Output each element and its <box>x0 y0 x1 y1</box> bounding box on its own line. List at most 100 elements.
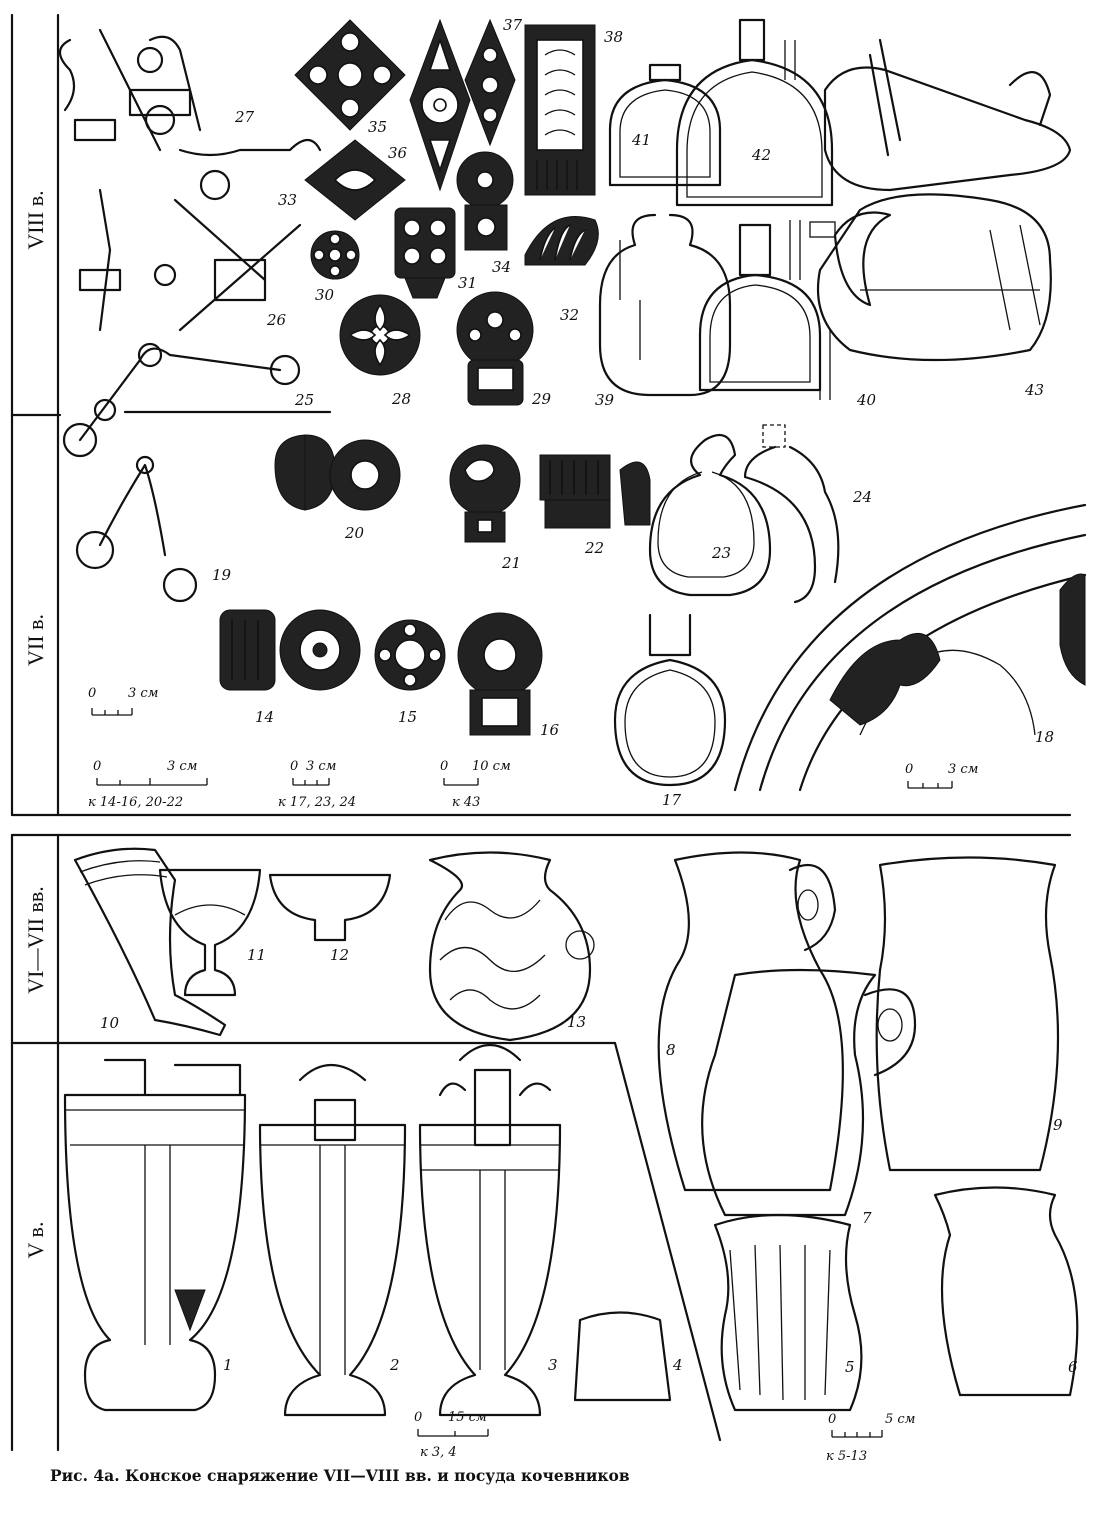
item-number-25: 25 <box>294 391 314 409</box>
stirrup-drawing-24 <box>743 424 840 604</box>
scale-b-note: к 14-16, 20-22 <box>88 795 183 810</box>
item-number-7: 7 <box>862 1209 872 1227</box>
scale-f-note: к 3, 4 <box>420 1445 457 1460</box>
item-number-37: 37 <box>503 16 523 34</box>
item-number-18: 18 <box>1035 728 1054 746</box>
vessel-drawing-5 <box>713 1213 863 1412</box>
plaque-drawing-21 <box>449 444 521 543</box>
item-number-12: 12 <box>330 946 349 964</box>
plaque-drawing-37 <box>464 18 516 147</box>
item-number-22: 22 <box>584 539 604 557</box>
scale-a-zero: 0 <box>88 686 96 701</box>
item-number-39: 39 <box>595 391 615 409</box>
scale-bar-e: 0 3 см <box>905 762 978 789</box>
plaque-drawing-38 <box>524 24 596 196</box>
item-number-26: 26 <box>266 311 287 329</box>
scale-bar-f: 0 15 см к 3, 4 <box>414 1410 489 1460</box>
item-number-16: 16 <box>540 721 560 739</box>
item-number-14: 14 <box>255 708 274 726</box>
item-numbers: 1 2 3 4 5 6 7 8 9 10 11 12 13 14 15 16 1… <box>100 16 1078 1376</box>
scale-c-zero: 0 <box>290 759 298 774</box>
item-number-21: 21 <box>501 554 521 572</box>
scale-d-value: 10 см <box>472 759 511 774</box>
scale-g-value: 5 см <box>885 1412 915 1427</box>
scale-d-note: к 43 <box>452 795 480 810</box>
item-number-31: 31 <box>458 274 477 292</box>
scale-c-note: к 17, 23, 24 <box>278 795 356 810</box>
vessel-drawing-7 <box>701 968 917 1217</box>
plaque-drawing-36 <box>409 18 471 192</box>
vessel-drawing-9 <box>875 856 1060 1172</box>
vessel-drawing-2 <box>258 1064 407 1417</box>
scale-e-value: 3 см <box>948 762 978 777</box>
item-number-35: 35 <box>368 118 387 136</box>
item-number-24: 24 <box>852 488 872 506</box>
scale-bar-g: 0 5 см к 5-13 <box>826 1412 915 1464</box>
item-number-40: 40 <box>856 391 877 409</box>
scale-bar-b: 0 3 см к 14-16, 20-22 <box>88 759 208 810</box>
item-number-9: 9 <box>1053 1116 1063 1134</box>
plaque-drawing-14 <box>219 609 276 691</box>
scale-bar-c: 0 3 см к 17, 23, 24 <box>278 759 356 810</box>
bit-drawing-25 <box>62 342 301 458</box>
bit-drawing-27 <box>58 28 322 201</box>
item-number-1: 1 <box>223 1356 233 1374</box>
item-number-15: 15 <box>398 708 417 726</box>
scale-f-zero: 0 <box>414 1410 422 1425</box>
item-number-29: 29 <box>531 390 552 408</box>
plaque-drawing-28 <box>339 294 421 376</box>
item-number-3: 3 <box>548 1356 558 1374</box>
vessel-drawing-1 <box>63 1058 247 1412</box>
goblet-drawing-11 <box>158 868 262 997</box>
scale-g-note: к 5-13 <box>826 1449 867 1464</box>
item-number-27: 27 <box>234 108 255 126</box>
scale-c-value: 3 см <box>306 759 336 774</box>
item-number-28: 28 <box>391 390 411 408</box>
plaque-drawing-29 <box>456 291 534 406</box>
flask-drawing-13 <box>428 851 595 1042</box>
period-label-v: V в. <box>23 1222 48 1259</box>
item-number-13: 13 <box>567 1013 586 1031</box>
bit-drawing-26 <box>78 188 302 332</box>
plaque-drawing-35 <box>294 19 406 131</box>
scale-bar-a: 0 3 см <box>88 686 158 716</box>
period-label-vii: VII в. <box>23 614 48 666</box>
item-number-33: 33 <box>278 191 297 209</box>
item-number-19: 19 <box>212 566 232 584</box>
saddle-drawing-43 <box>816 38 1072 362</box>
plaque-drawing-22 <box>539 454 651 529</box>
plaque-drawing-16 <box>457 612 543 736</box>
vessel-drawing-8 <box>657 851 844 1192</box>
item-number-23: 23 <box>711 544 731 562</box>
vessel-drawing-3 <box>418 1044 562 1417</box>
item-number-30: 30 <box>315 286 335 304</box>
item-number-6: 6 <box>1068 1358 1078 1376</box>
item-number-43: 43 <box>1024 381 1044 399</box>
scale-g-zero: 0 <box>828 1412 836 1427</box>
bit-drawing-19 <box>75 455 198 603</box>
item-number-8: 8 <box>666 1041 676 1059</box>
plaque-drawing-20 <box>274 434 401 511</box>
item-number-11: 11 <box>247 946 266 964</box>
scale-b-value: 3 см <box>167 759 197 774</box>
scale-f-value: 15 см <box>448 1410 487 1425</box>
bowl-drawing-12 <box>268 873 392 942</box>
vessel-drawing-4 <box>573 1311 672 1402</box>
plaque-drawing-31 <box>394 207 456 299</box>
plaque-drawing-30 <box>310 230 360 280</box>
item-number-41: 41 <box>631 131 651 149</box>
item-number-17: 17 <box>662 791 682 809</box>
item-number-32: 32 <box>560 306 579 324</box>
stirrup-drawing-17 <box>613 613 727 787</box>
figure-caption: Рис. 4а. Конское снаряжение VII—VIII вв.… <box>50 1466 630 1485</box>
panel-frame <box>10 13 1072 1452</box>
plaque-drawing-33 <box>304 139 406 221</box>
item-number-4: 4 <box>672 1356 683 1374</box>
plaque-drawing-34 <box>456 151 514 251</box>
item-number-5: 5 <box>845 1358 855 1376</box>
stirrup-drawing-42 <box>675 18 834 207</box>
stirrup-drawing-23 <box>648 433 772 597</box>
saddle-arch-drawing-18 <box>733 503 1087 792</box>
item-number-10: 10 <box>100 1014 120 1032</box>
